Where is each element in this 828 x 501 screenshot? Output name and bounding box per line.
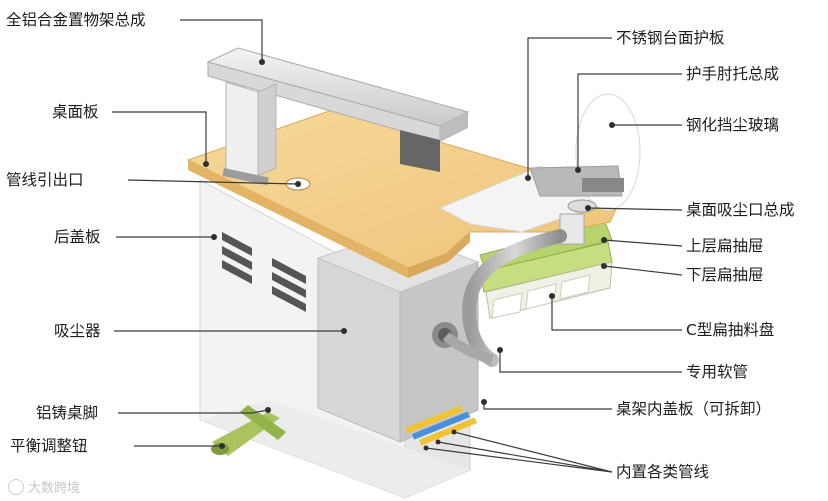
aluminum-rack <box>206 47 470 186</box>
label-balance-knob: 平衡调整钮 <box>10 437 88 455</box>
label-inner-cover: 桌架内盖板（可拆卸） <box>616 400 772 418</box>
leader-lines <box>112 19 683 473</box>
label-hose: 专用软管 <box>686 363 749 381</box>
label-arm-rest: 护手肘托总成 <box>686 65 780 83</box>
vent-slots <box>222 232 306 312</box>
label-lower-drawer: 下层扁抽屉 <box>686 266 764 284</box>
label-c-tray: C型扁抽料盘 <box>686 321 775 339</box>
label-cast-leg: 铝铸桌脚 <box>36 404 99 422</box>
label-desk-board: 桌面板 <box>52 103 99 121</box>
dust-port-hose <box>442 199 597 367</box>
label-ss-panel: 不锈钢台面护板 <box>616 29 725 47</box>
label-rack: 全铝合金置物架总成 <box>6 11 146 29</box>
leader-dots <box>203 59 615 451</box>
inner-pipes <box>405 405 477 446</box>
watermark: 大数跨境 <box>8 477 80 496</box>
label-dust-port: 桌面吸尘口总成 <box>686 201 795 219</box>
label-upper-drawer: 上层扁抽屉 <box>686 237 764 255</box>
watermark-logo-icon <box>8 479 24 495</box>
label-cable-outlet: 管线引出口 <box>6 171 84 189</box>
cast-leg <box>211 405 286 456</box>
arm-rest-glass <box>529 93 641 211</box>
watermark-text: 大数跨境 <box>28 481 81 496</box>
label-back-cover: 后盖板 <box>54 228 101 246</box>
label-glass: 钢化挡尘玻璃 <box>686 116 780 134</box>
label-vacuum: 吸尘器 <box>54 322 101 340</box>
label-pipes: 内置各类管线 <box>616 463 710 481</box>
